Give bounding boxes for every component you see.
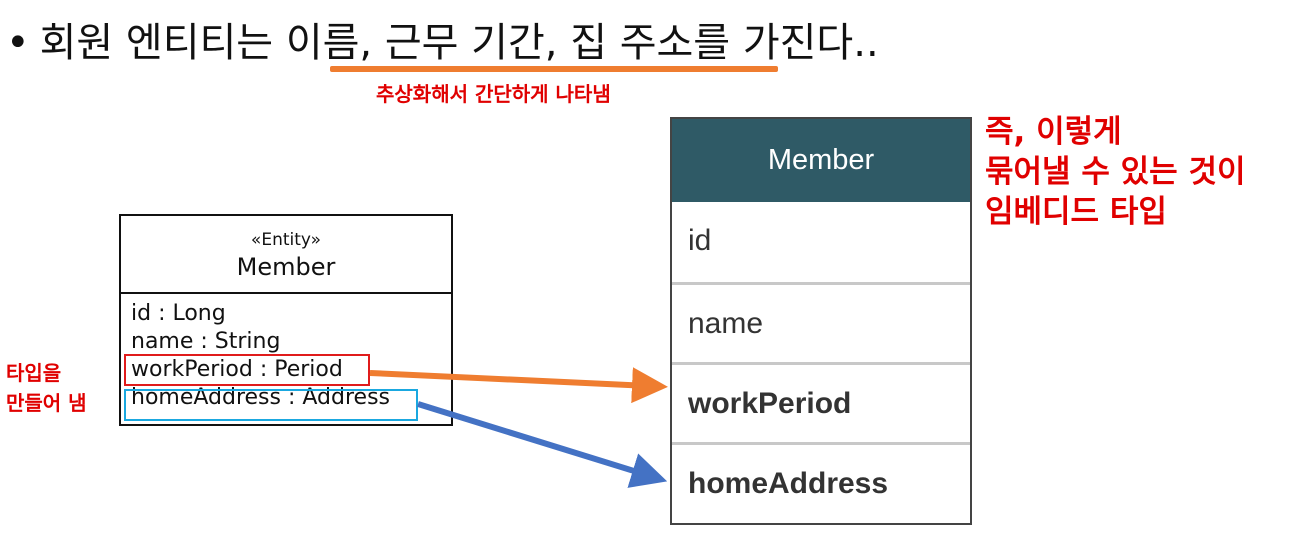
member-table: Member id name workPeriod homeAddress bbox=[670, 117, 972, 525]
member-row-workperiod: workPeriod bbox=[672, 362, 970, 442]
conclusion-line3: 임베디드 타입 bbox=[985, 194, 1167, 230]
workperiod-arrow bbox=[369, 367, 668, 404]
workperiod-highlight bbox=[124, 354, 370, 386]
slide-title: •회원 엔티티는 이름, 근무 기간, 집 주소를 가진다.. bbox=[6, 10, 879, 76]
uml-attribute-workperiod: workPeriod : Period bbox=[131, 357, 343, 382]
uml-attribute-id: id : Long bbox=[131, 301, 226, 326]
type-note: 타입을 만들어 냄 bbox=[6, 358, 87, 418]
abstract-note: 추상화해서 간단하게 나타냄 bbox=[376, 82, 611, 106]
homeaddress-arrow bbox=[417, 401, 668, 488]
type-note-line2: 만들어 냄 bbox=[6, 391, 87, 415]
member-row-id: id bbox=[688, 224, 712, 257]
uml-class-header: «Entity» Member bbox=[121, 216, 451, 294]
bullet: • bbox=[6, 20, 30, 66]
conclusion-line2: 묶어낼 수 있는 것이 bbox=[985, 154, 1246, 190]
title-underline bbox=[330, 66, 778, 72]
conclusion-note: 즉, 이렇게 묶어낼 수 있는 것이 임베디드 타입 bbox=[985, 112, 1246, 232]
member-row-homeaddress: homeAddress bbox=[672, 442, 970, 522]
slide-title-text: 회원 엔티티는 이름, 근무 기간, 집 주소를 가진다.. bbox=[39, 20, 879, 66]
homeaddress-highlight bbox=[124, 389, 418, 421]
uml-attribute-name: name : String bbox=[131, 329, 281, 354]
uml-stereotype: «Entity» bbox=[250, 230, 322, 250]
member-row-name: name bbox=[672, 282, 970, 362]
conclusion-line1: 즉, 이렇게 bbox=[985, 114, 1122, 150]
member-table-title: Member bbox=[672, 119, 970, 202]
uml-class-name: Member bbox=[236, 253, 336, 281]
type-note-line1: 타입을 bbox=[6, 361, 62, 385]
